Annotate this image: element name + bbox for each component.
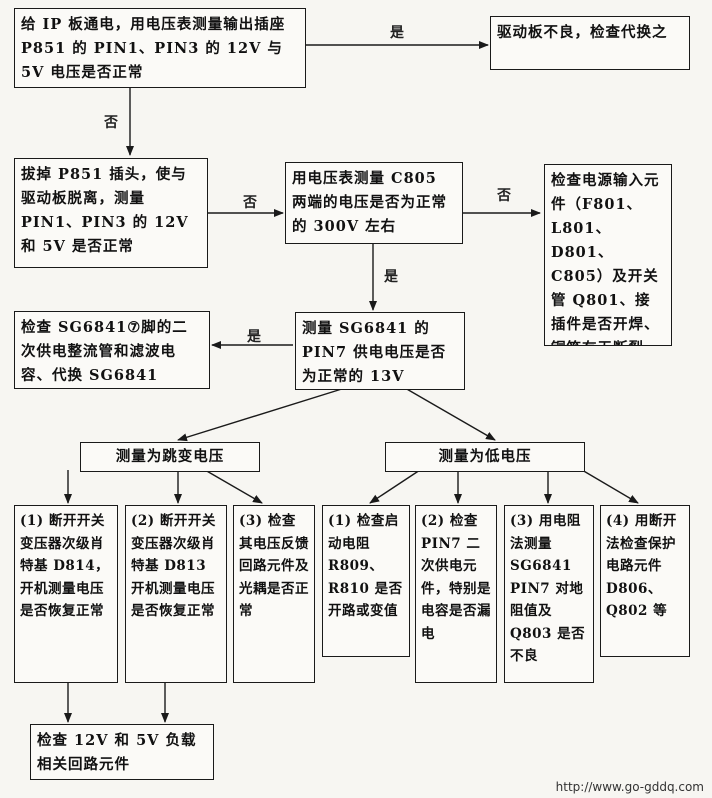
label-no-q1: 否 bbox=[104, 115, 118, 131]
node-unplug-p851: 拔掉 P851 插头，使与驱动板脱离，测量 PIN1、PIN3 的 12V 和 … bbox=[14, 158, 208, 268]
node-low-step-4: (4) 用断开法检查保护电路元件 D806、Q802 等 bbox=[600, 505, 690, 657]
node-low-step-2: (2) 检查 PIN7 二次供电元件，特别是电容是否漏电 bbox=[415, 505, 497, 683]
node-jump-step-3: (3) 检查其电压反馈回路元件及光耦是否正常 bbox=[233, 505, 315, 683]
node-measure-c805: 用电压表测量 C805 两端的电压是否为正常的 300V 左右 bbox=[285, 162, 463, 244]
node-jump-step-2: (2) 断开开关变压器次级肖特基 D813 开机测量电压是否恢复正常 bbox=[125, 505, 227, 683]
node-check-output-voltage: 给 IP 板通电，用电压表测量输出插座 P851 的 PIN1、PIN3 的 1… bbox=[14, 8, 306, 88]
footer-url: http://www.go-gddq.com bbox=[555, 780, 704, 794]
node-low-voltage: 测量为低电压 bbox=[385, 442, 585, 472]
label-no-q3: 否 bbox=[497, 188, 511, 204]
node-check-sg6841-secondary: 检查 SG6841⑦脚的二次供电整流管和滤波电容、代换 SG6841 bbox=[14, 311, 210, 389]
label-yes-q4: 是 bbox=[247, 329, 261, 345]
node-low-step-1: (1) 检查启动电阻 R809、R810 是否开路或变值 bbox=[322, 505, 410, 657]
node-drive-board-bad: 驱动板不良，检查代换之 bbox=[490, 16, 690, 70]
node-jump-voltage: 测量为跳变电压 bbox=[80, 442, 260, 472]
node-check-input-components: 检查电源输入元件（F801、L801、D801、C805）及开关管 Q801、接… bbox=[544, 164, 672, 346]
label-yes-drive: 是 bbox=[390, 25, 404, 41]
arrow-q4-to-low bbox=[404, 387, 496, 441]
arrow-q4-to-jump bbox=[177, 387, 346, 442]
node-low-step-3: (3) 用电阻法测量 SG6841 PIN7 对地阻值及 Q803 是否不良 bbox=[504, 505, 594, 683]
label-yes-q3: 是 bbox=[384, 269, 398, 285]
node-measure-pin7: 测量 SG6841 的 PIN7 供电电压是否为正常的 13V bbox=[295, 312, 465, 390]
label-no-q2: 否 bbox=[243, 195, 257, 211]
node-check-load-components: 检查 12V 和 5V 负载相关回路元件 bbox=[30, 724, 214, 780]
node-jump-step-1: (1) 断开开关变压器次级肖特基 D814，开机测量电压是否恢复正常 bbox=[14, 505, 118, 683]
